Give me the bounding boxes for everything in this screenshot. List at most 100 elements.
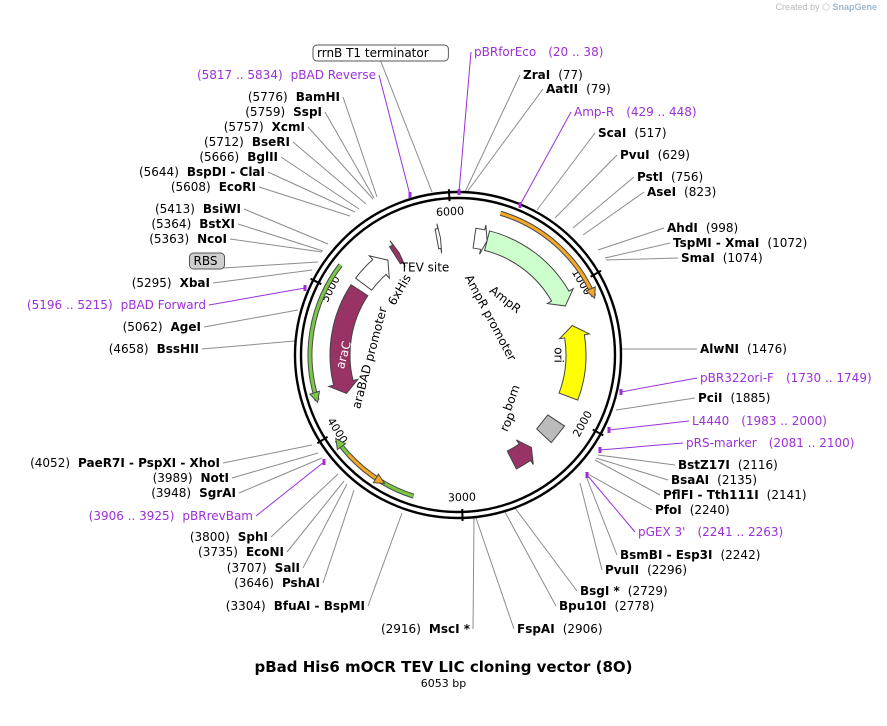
site-asei[interactable]: AseI(823) xyxy=(647,185,716,199)
site-pshai[interactable]: PshAI(3646) xyxy=(234,576,320,590)
feature-bom[interactable] xyxy=(536,414,566,444)
feature-ampr[interactable] xyxy=(484,230,575,307)
primer-mark xyxy=(322,459,326,465)
site-name: SmaI xyxy=(681,251,715,265)
site-position: (1730 .. 1749) xyxy=(786,371,872,385)
feature-ori[interactable] xyxy=(558,324,591,401)
site-pbad-forward[interactable]: pBAD Forward(5196 .. 5215) xyxy=(27,298,206,312)
site-pflfi-tth111i[interactable]: PflFI - Tth111I(2141) xyxy=(663,488,807,502)
site-ncoi[interactable]: NcoI(5363) xyxy=(149,232,227,246)
site-pbrforeco[interactable]: pBRforEco(20 .. 38) xyxy=(474,45,603,59)
site-bfuai-bspmi[interactable]: BfuAI - BspMI(3304) xyxy=(226,599,365,613)
site-labels[interactable]: rrnB T1 terminator pBRforEco(20 .. 38) Zra… xyxy=(27,44,872,636)
site-bglii[interactable]: BglII(5666) xyxy=(199,150,278,164)
site-ecori[interactable]: EcoRI(5608) xyxy=(171,180,256,194)
feature-arac[interactable] xyxy=(327,283,369,395)
site-l4440[interactable]: L4440(1983 .. 2000) xyxy=(692,414,827,428)
site-sali[interactable]: SalI(3707) xyxy=(227,561,300,575)
site-rrnb-t1-terminator[interactable]: rrnB T1 terminator xyxy=(312,44,449,62)
feature-6xhis[interactable] xyxy=(388,240,406,267)
site-scai[interactable]: ScaI(517) xyxy=(598,126,667,140)
leader-line xyxy=(238,457,323,494)
site-bpu10i[interactable]: Bpu10I(2778) xyxy=(559,599,654,613)
site-ahdi[interactable]: AhdI(998) xyxy=(667,221,738,235)
site-sphi[interactable]: SphI(3800) xyxy=(190,530,268,544)
site-agei[interactable]: AgeI(5062) xyxy=(123,320,201,334)
site-bamhi[interactable]: BamHI(5776) xyxy=(248,90,340,104)
site-paer7i-pspxi-xhoi[interactable]: PaeR7I - PspXI - XhoI(4052) xyxy=(30,456,220,470)
site-pbrrevbam[interactable]: pBRrevBam(3906 .. 3925) xyxy=(89,509,253,523)
site-name: BamHI xyxy=(296,90,340,104)
site-name: RBS xyxy=(193,254,217,268)
site-xbai[interactable]: XbaI (5295) xyxy=(132,276,210,290)
site-pbad-reverse[interactable]: pBAD Reverse(5817 .. 5834) xyxy=(197,68,376,82)
site-prs-marker[interactable]: pRS-marker(2081 .. 2100) xyxy=(686,436,854,450)
site-name: NcoI xyxy=(197,232,227,246)
site-fspai[interactable]: FspAI(2906) xyxy=(517,622,603,636)
feature-rop[interactable] xyxy=(506,439,534,470)
leader-lines xyxy=(201,51,698,630)
site-xcmi[interactable]: XcmI(5757) xyxy=(224,120,305,134)
tick-label: 3000 xyxy=(448,491,476,505)
site-bseri[interactable]: BseRI(5712) xyxy=(204,135,290,149)
site-bstz17i[interactable]: BstZ17I (2116) xyxy=(678,458,778,472)
leader-line xyxy=(475,517,515,630)
site-bspdi-clai[interactable]: BspDI - ClaI(5644) xyxy=(139,165,265,179)
leader-line xyxy=(380,60,433,193)
leader-line xyxy=(582,191,645,236)
feature-ampr-promoter[interactable] xyxy=(472,224,488,255)
site-bsmbi-esp3i[interactable]: BsmBI - Esp3I(2242) xyxy=(620,548,760,562)
primer-mark xyxy=(607,427,611,433)
feature-arabad-promoter[interactable] xyxy=(354,255,390,291)
site-pbr322ori-f[interactable]: pBR322ori-F(1730 .. 1749) xyxy=(700,371,872,385)
site-econi[interactable]: EcoNI(3735) xyxy=(198,545,284,559)
leader-line xyxy=(472,517,475,630)
site-position: (429 .. 448) xyxy=(626,105,696,119)
site-position: (2241 .. 2263) xyxy=(697,525,783,539)
leader-line xyxy=(229,238,323,253)
feature-tev-site[interactable] xyxy=(434,223,443,254)
site-name: SgrAI xyxy=(199,486,236,500)
site-tspmi-xmai[interactable]: TspMI - XmaI(1072) xyxy=(673,236,807,250)
leader-line xyxy=(554,154,618,219)
plasmid-title: pBad His6 mOCR TEV LIC cloning vector (8… xyxy=(254,658,633,676)
site-position: (2116) xyxy=(738,458,778,472)
site-sspi[interactable]: SspI(5759) xyxy=(245,105,322,119)
site-name: XbaI xyxy=(180,276,210,290)
site-pcii[interactable]: PciI(1885) xyxy=(698,391,770,405)
site-bsiwi[interactable]: BsiWI(5413) xyxy=(155,202,241,216)
site-name: BstZ17I xyxy=(678,458,730,472)
leader-line xyxy=(280,156,360,210)
site-position: (3989) xyxy=(153,471,193,485)
site-bstxi[interactable]: BstXI(5364) xyxy=(151,217,235,231)
site-bsaai[interactable]: BsaAI(2135) xyxy=(671,473,757,487)
site-psti[interactable]: PstI(756) xyxy=(637,170,703,184)
site-msci[interactable]: MscI *(2916) xyxy=(381,622,471,636)
tick-label: 2000 xyxy=(570,409,595,440)
site-pvui[interactable]: PvuI(629) xyxy=(620,148,690,162)
site-name: BsaAI xyxy=(671,473,709,487)
site-bsgi[interactable]: BsgI *(2729) xyxy=(580,584,668,598)
site-position: (1983 .. 2000) xyxy=(741,414,827,428)
site-position: (5295) xyxy=(132,276,172,290)
site-amp-r[interactable]: Amp-R(429 .. 448) xyxy=(574,105,697,119)
site-position: (1072) xyxy=(767,236,807,250)
site-pgex-3[interactable]: pGEX 3'(2241 .. 2263) xyxy=(638,525,783,539)
site-smai[interactable]: SmaI (1074) xyxy=(681,251,763,265)
tick-mark xyxy=(447,189,451,202)
site-pvuii[interactable]: PvuII(2296) xyxy=(605,563,687,577)
site-noti[interactable]: NotI(3989) xyxy=(153,471,229,485)
site-aatii[interactable]: AatII(79) xyxy=(546,82,611,96)
site-position: (5666) xyxy=(199,150,239,164)
site-rbs[interactable]: RBS xyxy=(188,252,226,270)
primer-mark xyxy=(598,447,602,453)
site-position: (1476) xyxy=(747,342,787,356)
site-zrai[interactable]: ZraI(77) xyxy=(523,68,583,82)
site-position: (1074) xyxy=(723,251,763,265)
site-name: pBAD Forward xyxy=(121,298,206,312)
site-pfoi[interactable]: PfoI(2240) xyxy=(655,503,730,517)
site-sgrai[interactable]: SgrAI(3948) xyxy=(151,486,236,500)
site-bsshii[interactable]: BssHII(4658) xyxy=(109,342,199,356)
site-alwni[interactable]: AlwNI(1476) xyxy=(700,342,787,356)
